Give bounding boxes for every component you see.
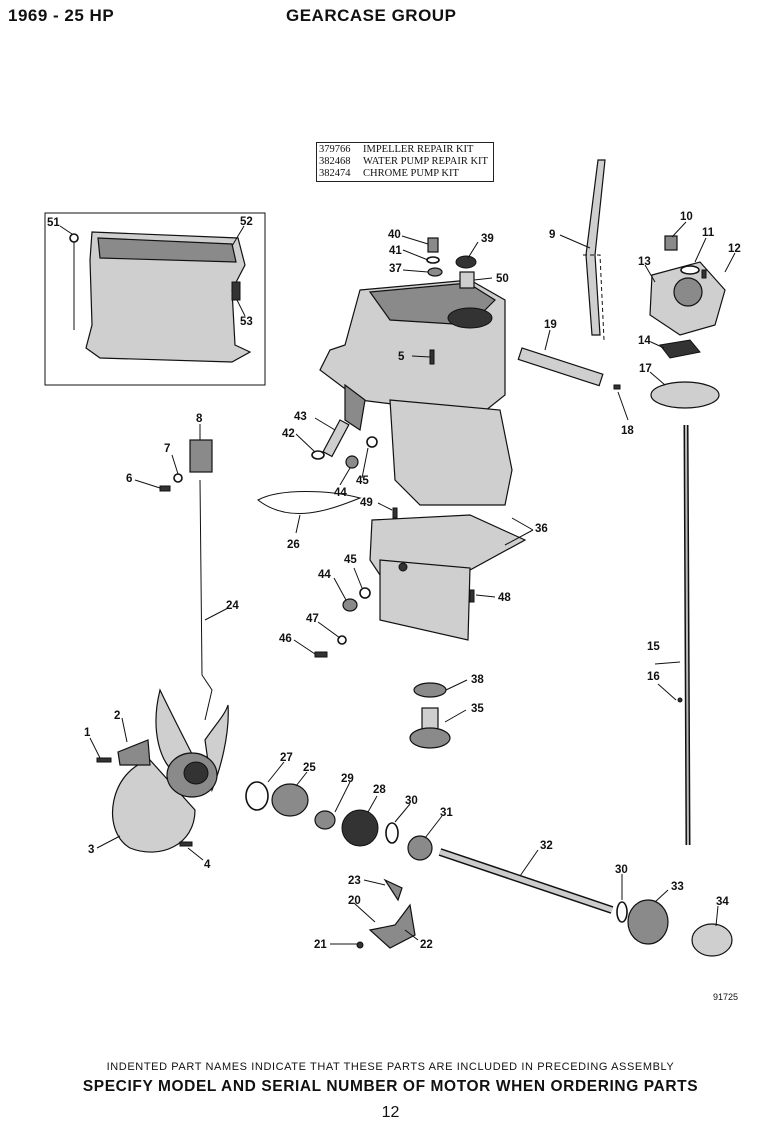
callout: 45 bbox=[356, 475, 369, 487]
leader-lines bbox=[59, 221, 736, 945]
callout: 30 bbox=[405, 795, 418, 807]
callout: 19 bbox=[544, 319, 557, 331]
callout: 28 bbox=[373, 784, 386, 796]
ordering-instruction: SPECIFY MODEL AND SERIAL NUMBER OF MOTOR… bbox=[82, 1078, 699, 1095]
callout: 33 bbox=[671, 881, 684, 893]
callout: 45 bbox=[344, 554, 357, 566]
water-pump-drawing bbox=[649, 235, 726, 409]
kit-row: 382474 CHROME PUMP KIT bbox=[319, 168, 491, 180]
callout: 27 bbox=[280, 752, 293, 764]
callout: 10 bbox=[680, 211, 693, 223]
pinion-gear-drawing bbox=[409, 682, 451, 749]
callout: 5 bbox=[398, 351, 405, 363]
callout: 15 bbox=[647, 641, 660, 653]
callout: 6 bbox=[126, 473, 132, 485]
small-parts-drawing bbox=[96, 237, 707, 949]
callout: 37 bbox=[389, 263, 402, 275]
callout: 35 bbox=[471, 703, 484, 715]
model-title: 1969 - 25 HP bbox=[8, 6, 115, 25]
callout: 7 bbox=[164, 443, 170, 455]
kit-number: 382474 bbox=[319, 168, 351, 179]
callout: 18 bbox=[621, 425, 634, 437]
callout: 2 bbox=[114, 710, 120, 722]
callout: 38 bbox=[471, 674, 484, 686]
callout: 16 bbox=[647, 671, 660, 683]
callout: 39 bbox=[481, 233, 494, 245]
callout: 48 bbox=[498, 592, 511, 604]
callout: 21 bbox=[314, 939, 327, 951]
callout: 24 bbox=[226, 600, 239, 612]
kit-name: CHROME PUMP KIT bbox=[363, 168, 459, 179]
callout: 23 bbox=[348, 875, 361, 887]
callout: 26 bbox=[287, 539, 300, 551]
exhaust-housing-drawing bbox=[69, 231, 252, 363]
callout-labels: 1 2 3 4 5 6 7 8 9 10 11 12 13 14 15 16 1… bbox=[47, 211, 741, 951]
callout: 43 bbox=[294, 411, 307, 423]
kit-name: WATER PUMP REPAIR KIT bbox=[363, 156, 488, 167]
callout: 32 bbox=[540, 840, 553, 852]
callout: 44 bbox=[334, 487, 347, 499]
callout: 13 bbox=[638, 256, 651, 268]
kit-number: 379766 bbox=[319, 144, 351, 155]
shift-lever-drawing bbox=[368, 878, 416, 949]
drive-shaft-drawing bbox=[683, 424, 691, 846]
callout: 1 bbox=[84, 727, 91, 739]
gearcase-housing-drawing bbox=[319, 279, 513, 506]
callout: 41 bbox=[389, 245, 402, 257]
page-number: 12 bbox=[381, 1104, 400, 1121]
callout: 29 bbox=[341, 773, 354, 785]
indented-parts-note: INDENTED PART NAMES INDICATE THAT THESE … bbox=[106, 1061, 675, 1073]
callout: 36 bbox=[535, 523, 548, 535]
kit-row: 379766 IMPELLER REPAIR KIT bbox=[319, 144, 491, 156]
callout: 40 bbox=[388, 229, 401, 241]
callout: 53 bbox=[240, 316, 253, 328]
callout: 52 bbox=[240, 216, 253, 228]
callout: 12 bbox=[728, 243, 741, 255]
callout: 50 bbox=[496, 273, 509, 285]
lower-gearcase-drawing bbox=[369, 514, 527, 641]
callout: 30 bbox=[615, 864, 628, 876]
inset-box bbox=[44, 212, 266, 386]
callout: 9 bbox=[549, 229, 555, 241]
repair-kit-box: 379766 IMPELLER REPAIR KIT 382468 WATER … bbox=[316, 142, 494, 182]
callout: 4 bbox=[204, 859, 211, 871]
callout: 25 bbox=[303, 762, 316, 774]
callout: 49 bbox=[360, 497, 373, 509]
water-tube-drawing bbox=[583, 159, 606, 341]
shift-rod-drawing bbox=[189, 439, 213, 721]
callout: 17 bbox=[639, 363, 652, 375]
callout: 34 bbox=[716, 896, 729, 908]
callout: 14 bbox=[638, 335, 651, 347]
propeller-drawing bbox=[112, 688, 229, 853]
callout: 31 bbox=[440, 807, 453, 819]
callout: 47 bbox=[306, 613, 319, 625]
callout: 42 bbox=[282, 428, 295, 440]
callout: 51 bbox=[47, 217, 60, 229]
callout: 20 bbox=[348, 895, 361, 907]
kit-row: 382468 WATER PUMP REPAIR KIT bbox=[319, 156, 491, 168]
callout: 44 bbox=[318, 569, 331, 581]
callout: 8 bbox=[196, 413, 203, 425]
illustration-number: 91725 bbox=[713, 992, 739, 1002]
kit-number: 382468 bbox=[319, 156, 351, 167]
callout: 11 bbox=[702, 227, 715, 239]
callout: 22 bbox=[420, 939, 433, 951]
group-title: GEARCASE GROUP bbox=[286, 6, 457, 25]
propeller-shaft-drawing bbox=[245, 781, 733, 957]
kit-name: IMPELLER REPAIR KIT bbox=[363, 144, 474, 155]
callout: 3 bbox=[88, 844, 94, 856]
callout: 46 bbox=[279, 633, 292, 645]
